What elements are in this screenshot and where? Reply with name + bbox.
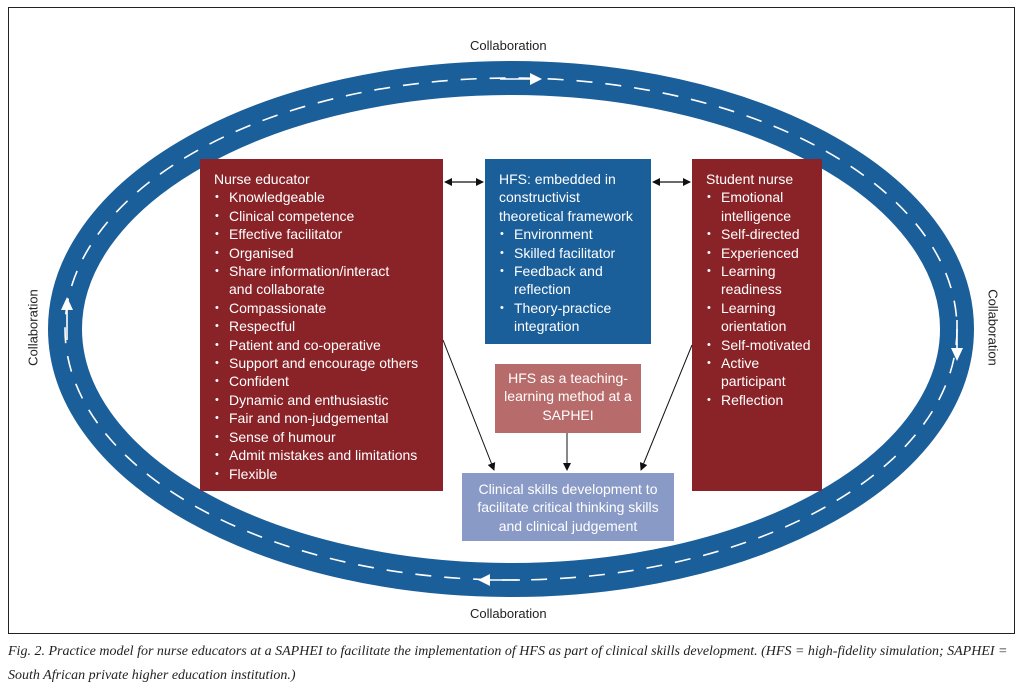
list-item: Learning readiness [706, 262, 818, 299]
list-item: Feedback and reflection [499, 262, 609, 299]
list-item: Emotional intelligence [706, 188, 818, 225]
list-item: Admit mistakes and limitations [214, 446, 443, 465]
figure-caption: Fig. 2. Practice model for nurse educato… [8, 644, 1008, 683]
clinical-skills-box: Clinical skills development to facilitat… [462, 473, 674, 541]
list-item: Self-directed [706, 225, 818, 244]
list-item: Organised [214, 244, 443, 263]
list-item: Clinical competence [214, 207, 443, 226]
student-nurse-list: Emotional intelligence Self-directed Exp… [706, 188, 818, 409]
collaboration-label-top: Collaboration [470, 38, 547, 53]
collaboration-label-right: Collaboration [985, 289, 1001, 366]
teaching-method-text: HFS as a teaching-learning method at a S… [504, 370, 632, 423]
list-item: Environment [499, 225, 651, 244]
teaching-method-box: HFS as a teaching-learning method at a S… [495, 364, 641, 433]
collaboration-label-left: Collaboration [25, 289, 41, 366]
list-item: Skilled facilitator [499, 244, 651, 263]
hfs-framework-list: Environment Skilled facilitator Feedback… [499, 225, 651, 335]
list-item: Share information/interact and collabora… [214, 262, 409, 299]
clinical-skills-text: Clinical skills development to facilitat… [477, 481, 659, 534]
nurse-educator-box: Nurse educator Knowledgeable Clinical co… [200, 159, 443, 491]
list-item: Reflection [706, 391, 818, 410]
list-item: Respectful [214, 317, 443, 336]
list-item: Effective facilitator [214, 225, 443, 244]
hfs-framework-box: HFS: embedded in constructivist theoreti… [485, 159, 651, 344]
list-item: Self-motivated [706, 336, 818, 355]
ring-arrow-left [61, 297, 73, 340]
hfs-framework-title: HFS: embedded in constructivist theoreti… [499, 171, 633, 224]
list-item: Active participant [706, 354, 818, 391]
nurse-educator-list: Knowledgeable Clinical competence Effect… [214, 188, 443, 483]
nurse-educator-title: Nurse educator [214, 171, 310, 187]
list-item: Learning orientation [706, 299, 818, 336]
list-item: Dynamic and enthusiastic [214, 391, 443, 410]
student-nurse-box: Student nurse Emotional intelligence Sel… [692, 159, 822, 491]
list-item: Experienced [706, 244, 818, 263]
list-item: Flexible [214, 465, 443, 484]
list-item: Knowledgeable [214, 188, 443, 207]
list-item: Support and encourage others [214, 354, 443, 373]
student-nurse-title: Student nurse [706, 171, 794, 187]
ring-arrow-top [500, 73, 542, 85]
ring-arrow-right [951, 320, 963, 361]
list-item: Confident [214, 372, 443, 391]
list-item: Fair and non-judgemental [214, 409, 443, 428]
ring-arrow-bottom [478, 574, 520, 586]
collaboration-label-bottom: Collaboration [470, 606, 547, 621]
list-item: Theory-practice integration [499, 299, 624, 336]
figure-frame [8, 7, 1015, 634]
list-item: Sense of humour [214, 428, 443, 447]
list-item: Compassionate [214, 299, 443, 318]
list-item: Patient and co-operative [214, 336, 443, 355]
